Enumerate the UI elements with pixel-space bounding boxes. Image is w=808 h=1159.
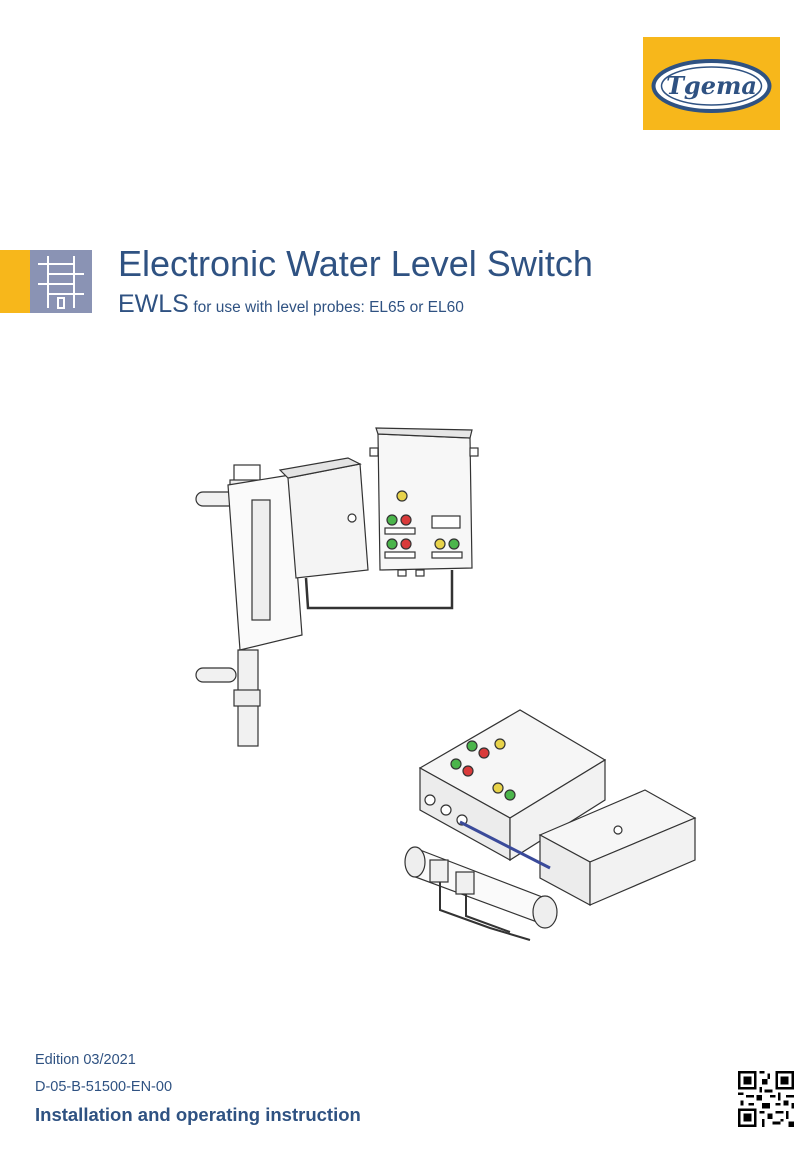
qr-code-icon[interactable]: [738, 1071, 794, 1127]
wall-mounted-level-switch-illustration: [195, 427, 479, 747]
document-title: Electronic Water Level Switch: [118, 243, 593, 284]
model-name: EWLS: [118, 290, 189, 318]
accent-bar: [0, 250, 30, 313]
edition-label: Edition 03/2021: [35, 1052, 136, 1068]
document-subtitle: EWLS for use with level probes: EL65 or …: [118, 290, 464, 319]
company-logo: Tgema: [643, 37, 780, 130]
horizontal-level-switch-illustration: [404, 709, 697, 941]
document-type: Installation and operating instruction: [35, 1104, 361, 1125]
gauge-glass-icon: [30, 250, 92, 313]
model-description: for use with level probes: EL65 or EL60: [193, 299, 464, 316]
document-number: D-05-B-51500-EN-00: [35, 1079, 173, 1095]
logo-wordmark: Tgema: [666, 71, 757, 100]
